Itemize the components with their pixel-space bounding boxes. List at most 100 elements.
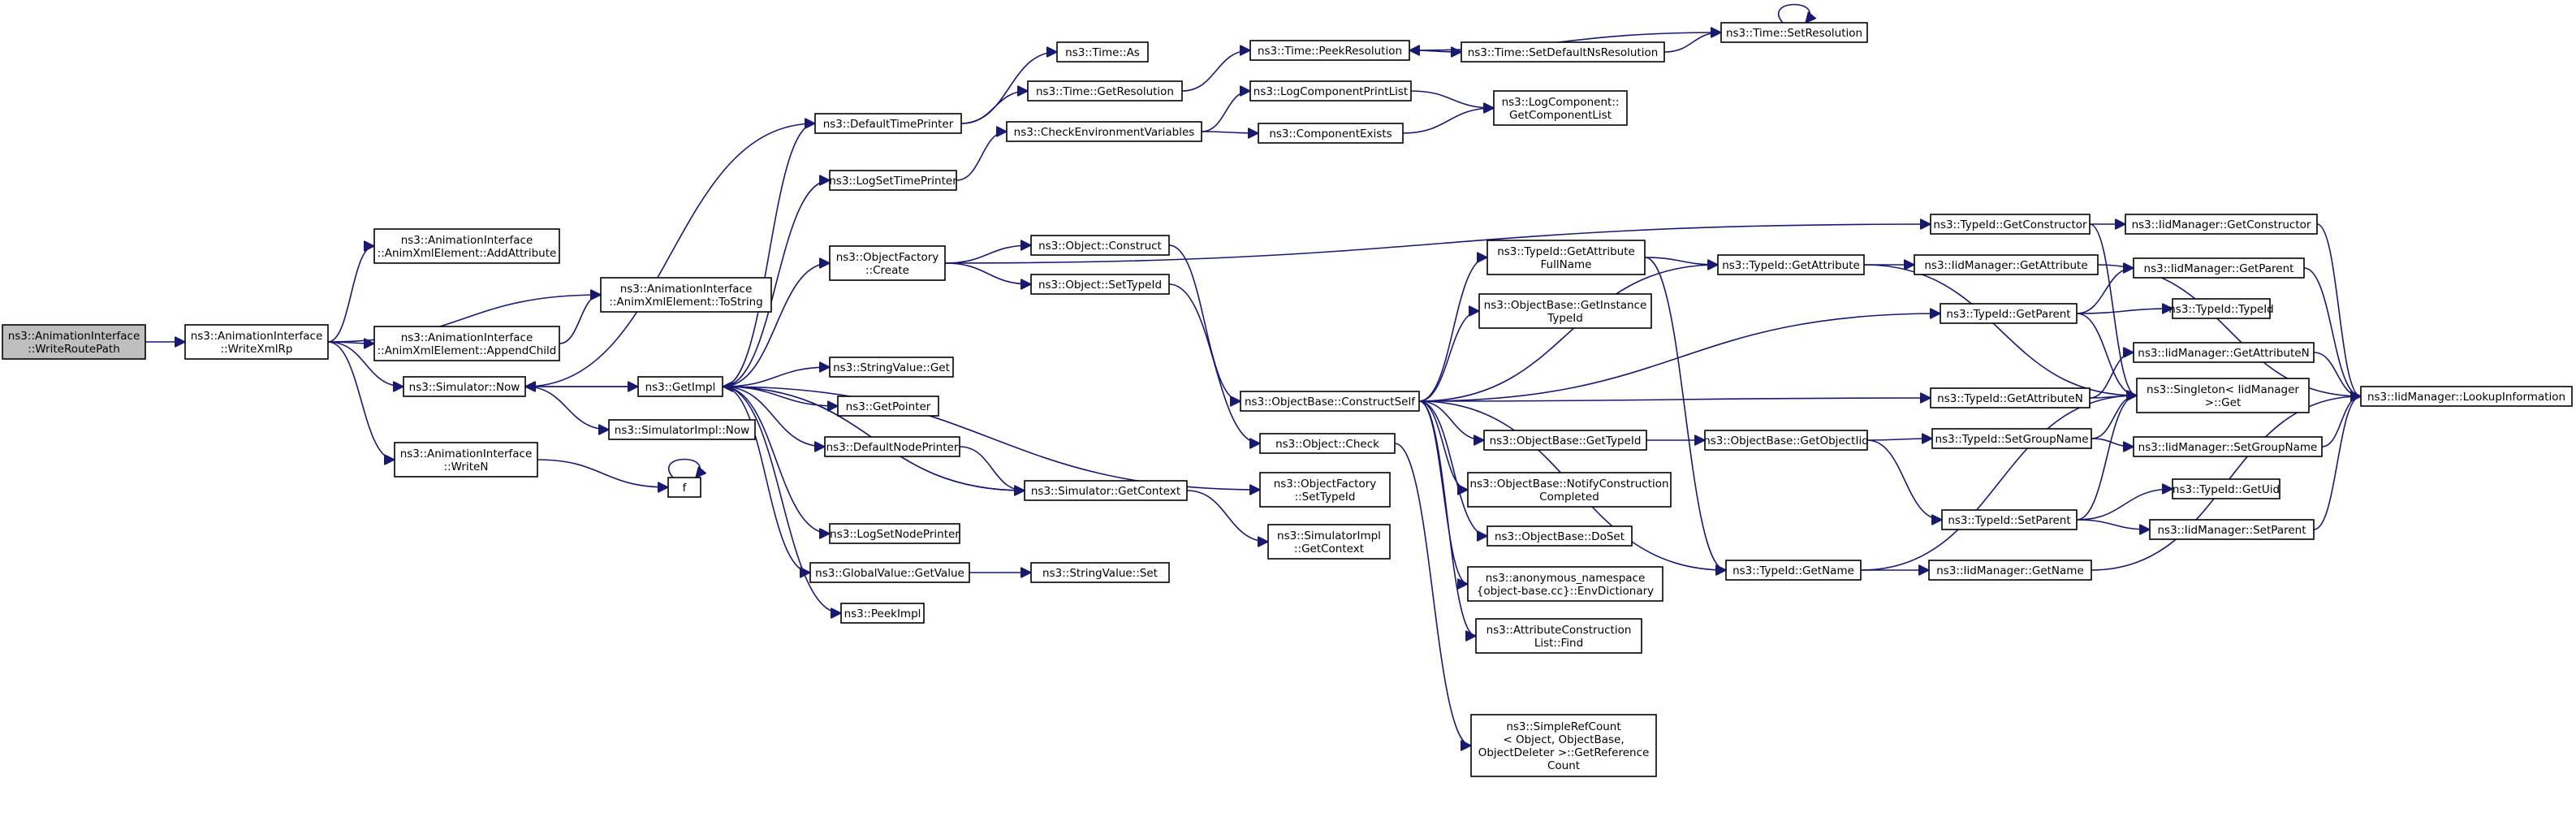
- node-label: ns3::ComponentExists: [1269, 128, 1392, 140]
- edge-getimpl-to-defaulttimeprinter: [722, 123, 816, 387]
- graph-node-simnow[interactable]: ns3::Simulator::Now: [403, 376, 526, 397]
- node-label: ns3::Time::PeekResolution: [1258, 45, 1402, 58]
- graph-node-iidgetparent[interactable]: ns3::IidManager::GetParent: [2133, 257, 2305, 279]
- graph-node-getimpl[interactable]: ns3::GetImpl: [637, 376, 723, 397]
- graph-node-typeidgetuid[interactable]: ns3::TypeId::GetUid: [2172, 478, 2280, 499]
- graph-node-setparent[interactable]: ns3::TypeId::SetParent: [1941, 509, 2078, 530]
- graph-node-getconstructor[interactable]: ns3::TypeId::GetConstructor: [1930, 214, 2091, 235]
- edge-line: [2076, 519, 2150, 530]
- graph-node-simplerefcount[interactable]: ns3::SimpleRefCount< Object, ObjectBase,…: [1470, 714, 1657, 777]
- graph-node-appendchild[interactable]: ns3::AnimationInterface::AnimXmlElement:…: [373, 326, 560, 361]
- graph-node-typeidgetparent[interactable]: ns3::TypeId::GetParent: [1940, 303, 2078, 324]
- node-label: ns3::GlobalValue::GetValue: [815, 567, 964, 580]
- edge-line: [1181, 50, 1250, 92]
- graph-node-writen[interactable]: ns3::AnimationInterface::WriteN: [394, 442, 538, 478]
- edge-line: [559, 295, 602, 344]
- edge-ofcreate-to-getconstructor: [944, 224, 1931, 264]
- graph-node-singletonget[interactable]: ns3::Singleton< IidManager>::Get: [2136, 378, 2310, 413]
- graph-node-logcompprintlist[interactable]: ns3::LogComponentPrintList: [1249, 80, 1412, 102]
- graph-node-checkenv[interactable]: ns3::CheckEnvironmentVariables: [1006, 121, 1202, 142]
- edge-line: [1866, 439, 1942, 520]
- node-label: ns3::GetPointer: [846, 400, 931, 413]
- node-box: [829, 523, 960, 544]
- edge-line: [1201, 132, 1258, 133]
- graph-node-tostring[interactable]: ns3::AnimationInterface::AnimXmlElement:…: [600, 277, 772, 313]
- graph-node-simimplnow[interactable]: ns3::SimulatorImpl::Now: [608, 419, 756, 440]
- graph-node-peekimpl[interactable]: ns3::PeekImpl: [840, 603, 925, 624]
- graph-node-envdictionary[interactable]: ns3::anonymous_namespace{object-base.cc}…: [1467, 566, 1663, 602]
- edge-setgroupname-to-iidsetgroupname: [2091, 438, 2134, 447]
- graph-node-addattr[interactable]: ns3::AnimationInterface::AnimXmlElement:…: [373, 228, 560, 264]
- graph-node-defaulttimeprinter[interactable]: ns3::DefaultTimePrinter: [814, 113, 962, 134]
- graph-node-logsettimeprinter[interactable]: ns3::LogSetTimePrinter: [829, 170, 957, 191]
- graph-node-constructself[interactable]: ns3::ObjectBase::ConstructSelf: [1240, 391, 1420, 412]
- node-label: ::AnimXmlElement::ToString: [609, 296, 762, 309]
- graph-node-stringvalueget[interactable]: ns3::StringValue::Get: [829, 357, 954, 378]
- graph-node-writexmlrp[interactable]: ns3::AnimationInterface::WriteXmlRp: [184, 324, 329, 360]
- node-box: [373, 326, 560, 361]
- graph-node-setdefaultns[interactable]: ns3::Time::SetDefaultNsResolution: [1461, 41, 1665, 63]
- node-box: [1486, 525, 1633, 547]
- graph-node-getattributen[interactable]: ns3::TypeId::GetAttributeN: [1930, 387, 2091, 409]
- graph-node-ofsettypeid[interactable]: ns3::ObjectFactory::SetTypeId: [1259, 472, 1391, 508]
- edge-constructself-to-notifyconstruction: [1418, 400, 1469, 490]
- graph-node-dospawn[interactable]: ns3::ObjectBase::DoSet: [1486, 525, 1633, 547]
- node-label: ns3::ObjectBase::DoSet: [1495, 530, 1625, 543]
- edge-iidgetparent-to-lookupinformation: [2303, 267, 2362, 396]
- graph-node-simimplgetcontext[interactable]: ns3::SimulatorImpl::GetContext: [1267, 524, 1391, 560]
- edge-objconstruct-to-constructself: [1168, 244, 1241, 401]
- node-box: [1928, 560, 2092, 581]
- graph-node-lookupinformation[interactable]: ns3::IidManager::LookupInformation: [2360, 386, 2573, 407]
- node-box: [394, 442, 538, 478]
- graph-node-iidgetname[interactable]: ns3::IidManager::GetName: [1928, 560, 2092, 581]
- graph-node-getpointer[interactable]: ns3::GetPointer: [837, 396, 939, 417]
- graph-node-iidsetgroupname[interactable]: ns3::IidManager::SetGroupName: [2133, 436, 2323, 457]
- graph-node-stringvalueset[interactable]: ns3::StringValue::Set: [1030, 562, 1170, 583]
- node-label: ns3::TypeId::GetAttributeN: [1937, 392, 2083, 405]
- graph-node-globalvalueget[interactable]: ns3::GlobalValue::GetValue: [809, 562, 970, 583]
- node-box: [840, 603, 925, 624]
- graph-node-objconstruct[interactable]: ns3::Object::Construct: [1030, 235, 1170, 256]
- node-label: ns3::Object::SetTypeId: [1038, 279, 1162, 292]
- graph-node-typeidgetattribute[interactable]: ns3::TypeId::GetAttribute: [1717, 254, 1865, 275]
- graph-node-getcomponentlist[interactable]: ns3::LogComponent::GetComponentList: [1493, 90, 1628, 126]
- graph-node-objsettypeid[interactable]: ns3::Object::SetTypeId: [1030, 274, 1170, 295]
- graph-node-componentexists[interactable]: ns3::ComponentExists: [1258, 123, 1404, 144]
- node-label: ObjectDeleter >::GetReference: [1478, 746, 1650, 759]
- graph-node-peekresolution[interactable]: ns3::Time::PeekResolution: [1249, 40, 1410, 61]
- graph-node-timeas[interactable]: ns3::Time::As: [1056, 41, 1149, 63]
- edge-defaulttimeprinter-to-getresolution: [960, 91, 1028, 124]
- graph-node-setresolution[interactable]: ns3::Time::SetResolution: [1720, 22, 1868, 43]
- graph-node-getresolution[interactable]: ns3::Time::GetResolution: [1027, 80, 1183, 102]
- node-label: ns3::TypeId::SetParent: [1948, 514, 2070, 527]
- edge-line: [1394, 443, 1472, 746]
- edge-getattributen-to-iidgetattributen: [2089, 352, 2134, 399]
- graph-node-defaultnodeprinter[interactable]: ns3::DefaultNodePrinter: [824, 436, 960, 457]
- graph-node-iidgetattributen[interactable]: ns3::IidManager::GetAttributeN: [2133, 342, 2315, 363]
- graph-node-typeidgetname[interactable]: ns3::TypeId::GetName: [1725, 560, 1862, 581]
- graph-node-typeidtypeid[interactable]: ns3::TypeId::TypeId: [2168, 298, 2274, 319]
- graph-node-ofcreate[interactable]: ns3::ObjectFactory::Create: [829, 245, 946, 281]
- edge-line: [959, 446, 1025, 491]
- edge-getobjectiid-to-setgroupname: [1866, 439, 1932, 440]
- graph-node-f[interactable]: f: [667, 477, 701, 498]
- graph-node-root[interactable]: ns3::AnimationInterface::WriteRoutePath: [2, 324, 146, 360]
- graph-node-objcheck[interactable]: ns3::Object::Check: [1259, 433, 1396, 454]
- graph-node-logsetnodeprinter[interactable]: ns3::LogSetNodePrinter: [829, 523, 960, 544]
- graph-node-iidgetconstructor[interactable]: ns3::IidManager::GetConstructor: [2125, 214, 2318, 235]
- graph-node-getobjectiid[interactable]: ns3::ObjectBase::GetObjectIid: [1703, 430, 1869, 451]
- edge-writen-to-f: [537, 459, 668, 487]
- edge-line: [722, 180, 830, 387]
- graph-node-notifyconstruction[interactable]: ns3::ObjectBase::NotifyConstructionCompl…: [1467, 472, 1672, 508]
- node-label: ns3::TypeId::GetUid: [2173, 483, 2280, 496]
- graph-node-obgettypeid[interactable]: ns3::ObjectBase::GetTypeId: [1483, 430, 1647, 451]
- graph-node-iidsetparent[interactable]: ns3::IidManager::SetParent: [2149, 519, 2315, 540]
- edge-line: [944, 245, 1031, 264]
- graph-node-setgroupname[interactable]: ns3::TypeId::SetGroupName: [1931, 428, 2092, 449]
- node-label: ns3::StringValue::Get: [833, 361, 950, 374]
- graph-node-simgetcontext[interactable]: ns3::Simulator::GetContext: [1024, 480, 1188, 501]
- graph-node-iidgetattribute[interactable]: ns3::IidManager::GetAttribute: [1914, 254, 2099, 275]
